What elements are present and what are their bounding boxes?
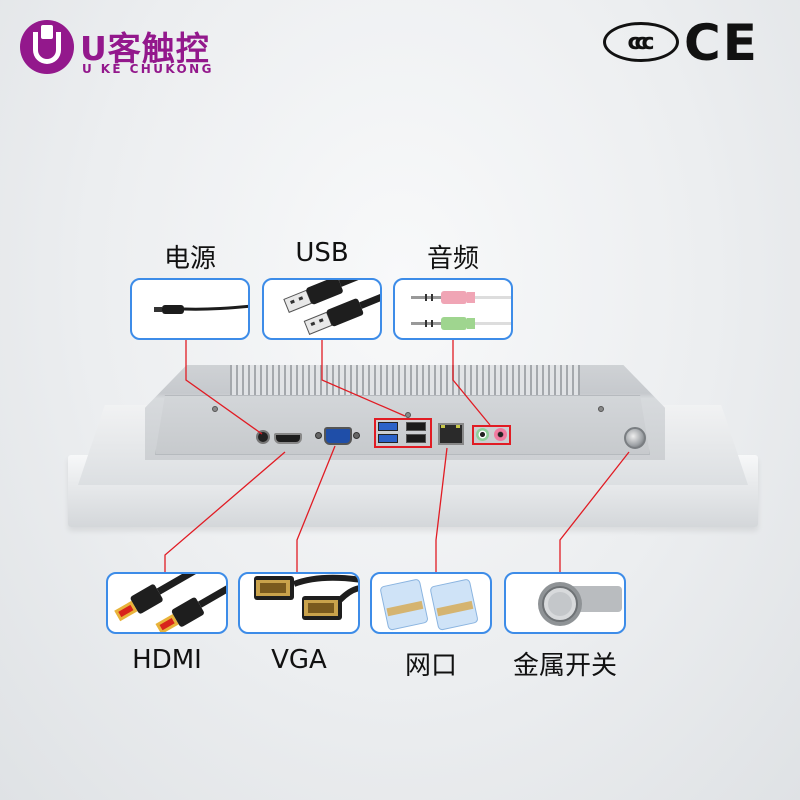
vga-cable-icon [254, 574, 358, 620]
vga-port [324, 427, 352, 445]
card-power-cable [130, 278, 250, 340]
audio-out-jack [476, 428, 489, 441]
brand-name-cn: U客触控 [80, 29, 210, 68]
ccc-glyph: ccc [627, 29, 654, 55]
usb3-port [378, 434, 398, 443]
power-button-icon [624, 427, 646, 449]
vga-screw [353, 432, 360, 439]
brand-name-en: U KE CHUKONG [82, 62, 214, 76]
label-hdmi: HDMI [132, 645, 202, 675]
vga-screw [315, 432, 322, 439]
label-vga: VGA [271, 645, 327, 675]
hdmi-cable-icon [114, 574, 226, 632]
usb2-port [406, 422, 426, 431]
ccc-cert-icon: ccc [603, 22, 679, 62]
heatsink-fins [230, 365, 580, 395]
card-ethernet-cable [370, 572, 492, 634]
card-audio-cable [393, 278, 513, 340]
audio-port-group [472, 425, 511, 445]
usb-cable-icon [283, 280, 380, 335]
ethernet-led [441, 425, 445, 428]
dc-power-port [256, 430, 270, 444]
dc-power-plug-icon [154, 304, 248, 314]
card-metal-switch [504, 572, 626, 634]
ethernet-led [456, 425, 460, 428]
card-hdmi-cable [106, 572, 228, 634]
label-metal-switch: 金属开关 [512, 651, 617, 681]
usb2-port [406, 434, 426, 443]
audio-jack-icon [411, 291, 511, 330]
label-ethernet: 网口 [404, 651, 457, 681]
card-usb-cable [262, 278, 382, 340]
label-power: 电源 [163, 244, 216, 274]
usb-port-group [374, 418, 432, 448]
screw [212, 406, 218, 412]
card-vga-cable [238, 572, 360, 634]
screw [598, 406, 604, 412]
usb3-port [378, 422, 398, 431]
hdmi-port [274, 433, 302, 444]
mic-in-jack [494, 428, 507, 441]
rj45-ethernet-icon [380, 579, 478, 631]
label-audio: 音频 [426, 244, 479, 274]
label-usb: USB [295, 238, 349, 268]
metal-push-button-icon [538, 582, 622, 626]
screw [405, 412, 411, 418]
brand-logo-u [33, 32, 61, 64]
ethernet-port [438, 423, 464, 445]
ce-cert-icon: CE [684, 14, 759, 72]
